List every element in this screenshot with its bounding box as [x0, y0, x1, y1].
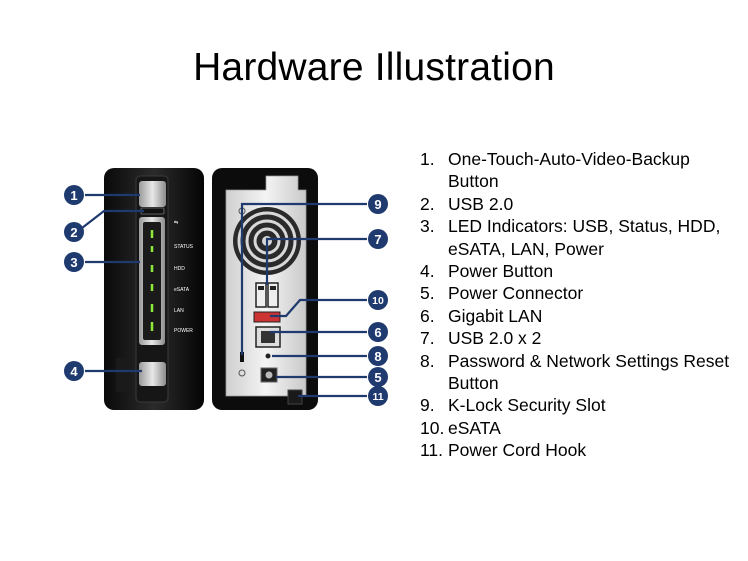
front-unit: ⇆ STATUS HDD eSATA LAN POWER — [104, 168, 204, 410]
callout-3: 3 — [64, 252, 84, 272]
legend-item: 3.LED Indicators: USB, Status, HDD, eSAT… — [420, 216, 721, 259]
legend-item: 6.Gigabit LAN — [420, 305, 543, 326]
usb-port-back-1 — [255, 282, 267, 308]
svg-text:11: 11 — [372, 391, 383, 403]
callout-badges: 1 2 3 4 9 7 10 6 — [64, 185, 388, 406]
callout-1: 1 — [64, 185, 84, 205]
k-lock-slot — [240, 352, 244, 362]
usb-symbol-icon: ⇆ — [174, 220, 178, 226]
usb-port-front — [140, 207, 165, 215]
front-label-esata: eSATA — [174, 287, 190, 293]
svg-text:3: 3 — [70, 255, 77, 270]
front-label-hdd: HDD — [174, 266, 185, 272]
callout-11: 11 — [368, 386, 388, 406]
callout-8: 8 — [368, 346, 388, 366]
component-legend: 1.One-Touch-Auto-Video-Backup Button 2.U… — [420, 148, 740, 462]
legend-item: 7.USB 2.0 x 2 — [420, 328, 542, 349]
front-label-power: POWER — [174, 328, 193, 334]
usb-port-back-2 — [267, 282, 279, 308]
leader-lines — [81, 193, 367, 398]
legend-item: 10.eSATA — [420, 417, 501, 438]
svg-text:9: 9 — [374, 197, 381, 212]
svg-text:4: 4 — [70, 364, 78, 379]
legend-item: 11.Power Cord Hook — [420, 440, 587, 461]
page-title: Hardware Illustration — [193, 46, 555, 89]
reset-button[interactable] — [265, 353, 271, 359]
svg-text:6: 6 — [374, 325, 381, 340]
back-unit — [212, 168, 318, 410]
one-touch-button[interactable] — [139, 181, 166, 207]
svg-text:10: 10 — [372, 295, 384, 307]
callout-4: 4 — [64, 361, 84, 381]
svg-text:5: 5 — [374, 370, 381, 385]
svg-text:2: 2 — [70, 225, 77, 240]
callout-6: 6 — [368, 322, 388, 342]
callout-9: 9 — [368, 194, 388, 214]
front-label-lan: LAN — [174, 308, 184, 314]
svg-text:7: 7 — [374, 232, 381, 247]
svg-text:1: 1 — [70, 188, 77, 203]
legend-item: 9.K-Lock Security Slot — [420, 395, 606, 416]
legend-item: 4.Power Button — [420, 261, 554, 282]
legend-item: 1.One-Touch-Auto-Video-Backup Button — [420, 149, 690, 192]
legend-item: 2.USB 2.0 — [420, 193, 514, 214]
callout-2: 2 — [64, 222, 84, 242]
callout-5: 5 — [368, 367, 388, 387]
legend-item: 8.Password & Network Settings Reset Butt… — [420, 350, 730, 394]
power-button[interactable] — [139, 362, 166, 386]
callout-10: 10 — [368, 290, 388, 310]
callout-7: 7 — [368, 229, 388, 249]
legend-item: 5.Power Connector — [420, 283, 584, 304]
front-label-status: STATUS — [174, 244, 194, 250]
svg-text:8: 8 — [374, 349, 381, 364]
